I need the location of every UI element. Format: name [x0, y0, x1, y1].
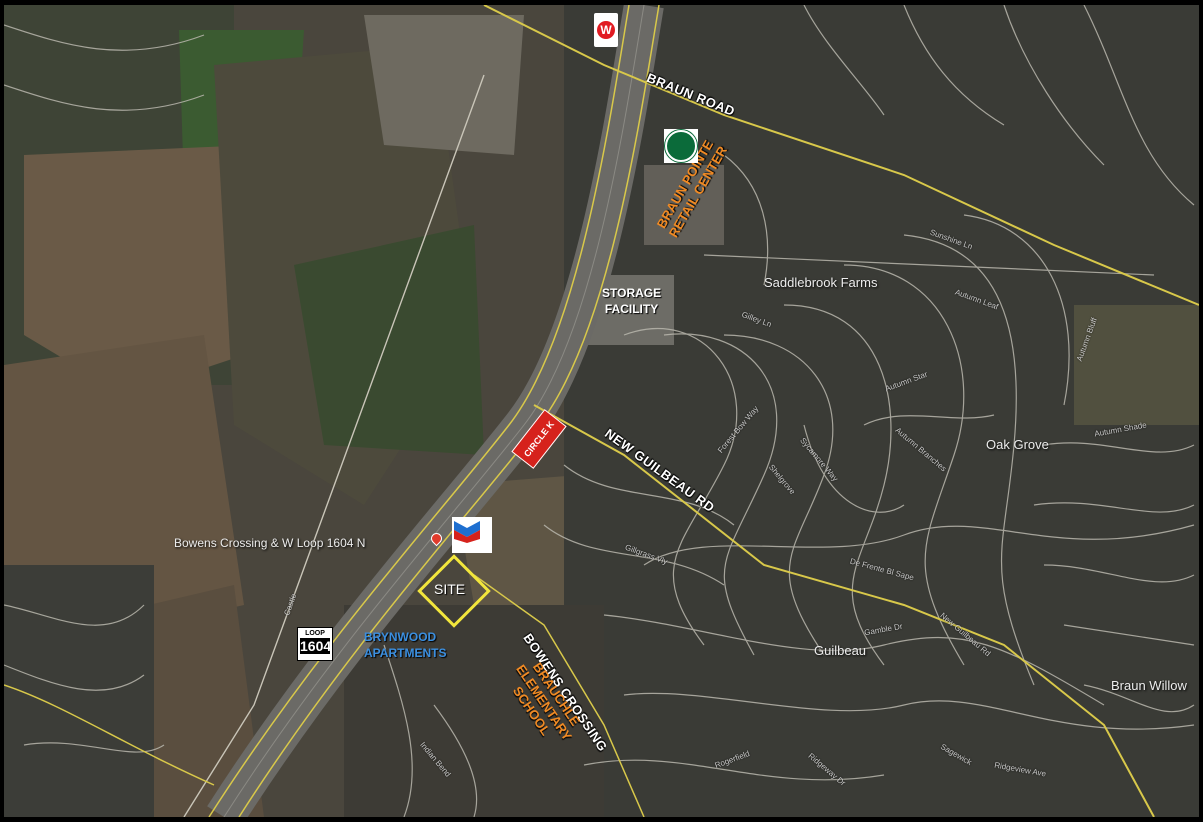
- walgreens-logo-icon: W: [594, 13, 618, 47]
- oak-grove-label: Oak Grove: [986, 437, 1049, 452]
- guilbeau-label: Guilbeau: [814, 643, 867, 658]
- chevron-logo-icon: [452, 517, 492, 553]
- storage-facility-label: STORAGE FACILITY: [602, 285, 661, 317]
- map-imagery: [4, 5, 1199, 817]
- storage-line-1: STORAGE: [602, 286, 662, 300]
- pin-label: Bowens Crossing & W Loop 1604 N: [174, 536, 366, 550]
- braun-willow-label: Braun Willow: [1111, 678, 1187, 693]
- brynwood-line-1: BRYNWOOD: [364, 630, 437, 644]
- brynwood-apartments-label: BRYNWOOD APARTMENTS: [364, 629, 446, 661]
- starbucks-logo-icon: [664, 129, 698, 163]
- site-label: SITE: [434, 581, 466, 597]
- loop-1604-shield-icon: LOOP 1604: [297, 627, 333, 661]
- loop-shield-number: 1604: [300, 638, 332, 654]
- loop-shield-top: LOOP: [305, 630, 325, 637]
- storage-line-2: FACILITY: [604, 302, 659, 316]
- aerial-map: BRAUN ROAD NEW GUILBEAU RD BOWENS CROSSI…: [4, 5, 1199, 817]
- brynwood-line-2: APARTMENTS: [364, 646, 447, 660]
- saddlebrook-farms-label: Saddlebrook Farms: [764, 275, 878, 290]
